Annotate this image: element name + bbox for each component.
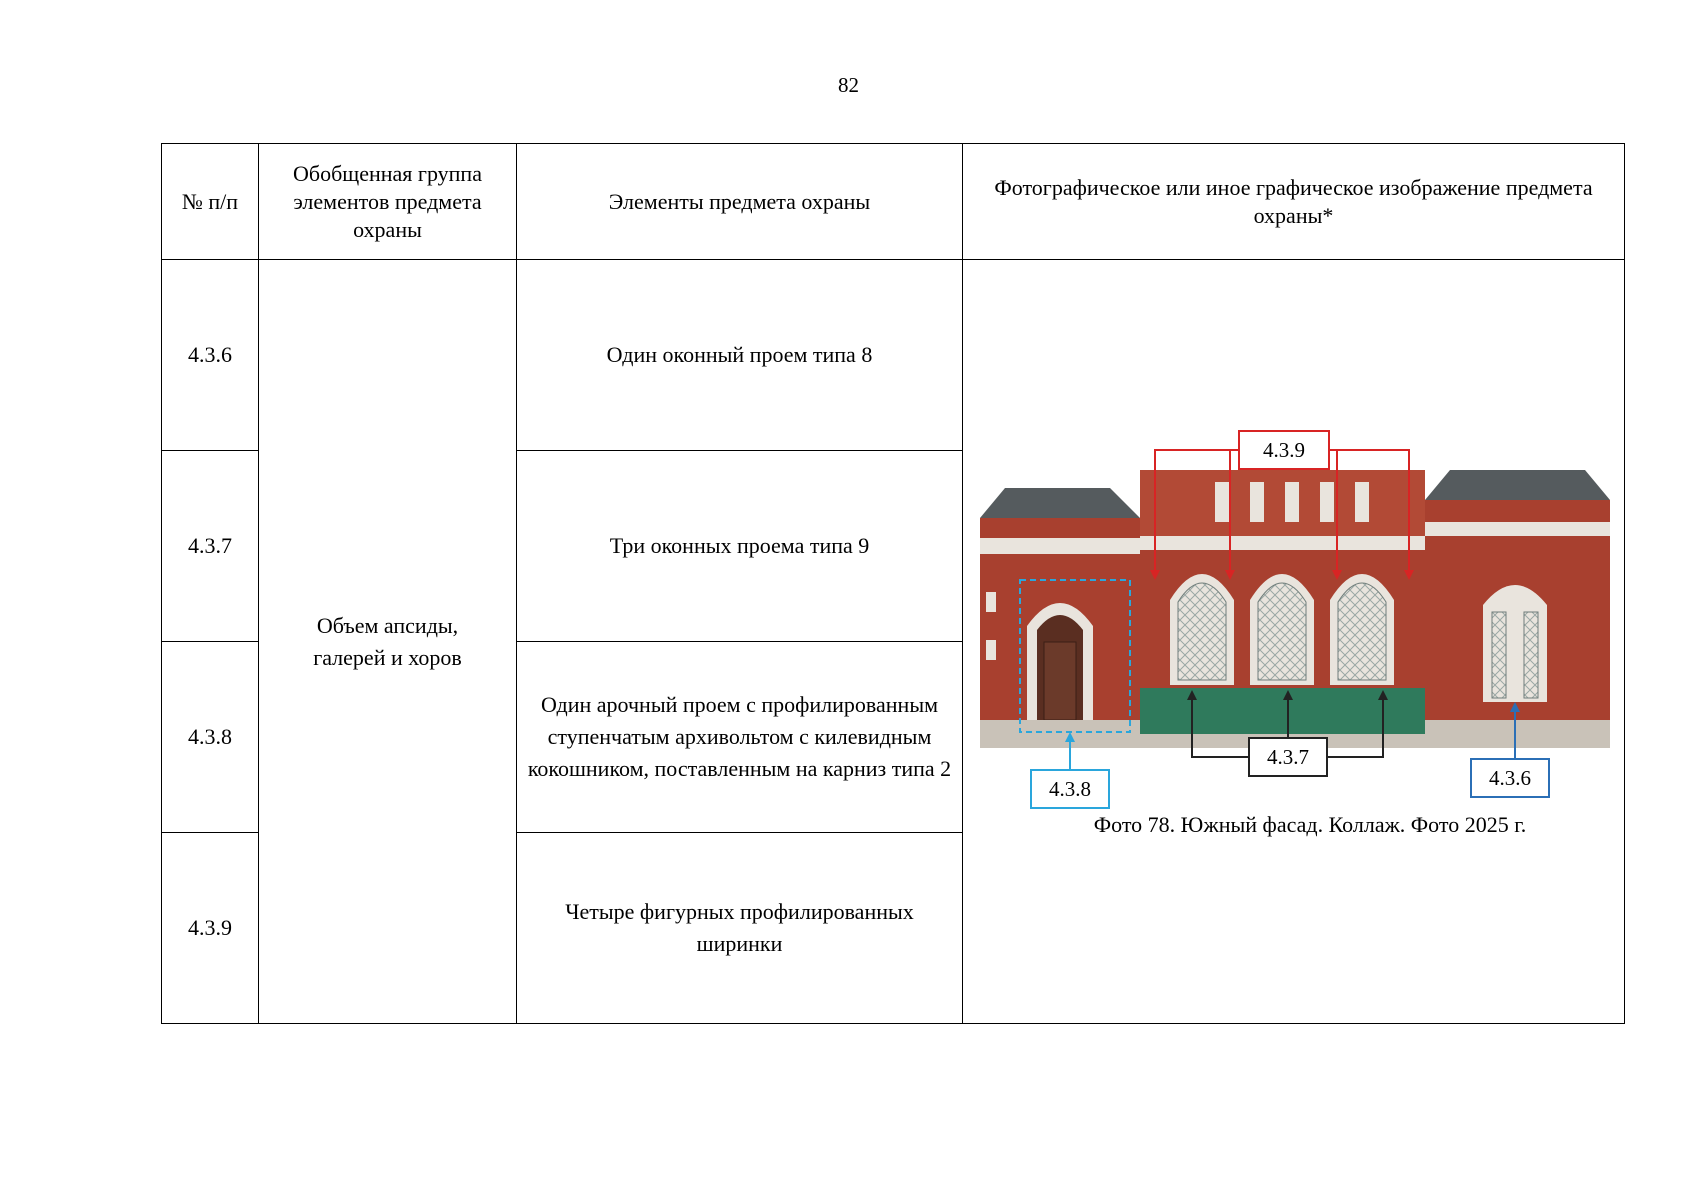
row-element: Три оконных проема типа 9 — [516, 450, 963, 642]
row-num: 4.3.9 — [161, 832, 259, 1024]
table-row: 4.3.6 Объем апсиды, галерей и хоров Один… — [161, 259, 1625, 1024]
photo-cell: 4.3.9 4.3.7 4.3.8 4.3.6 Фото 78. Южный ф… — [962, 259, 1625, 1024]
row-element: Один оконный проем типа 8 — [516, 259, 963, 451]
row-num: 4.3.8 — [161, 641, 259, 833]
row-num: 4.3.7 — [161, 450, 259, 642]
callout-4-3-6: 4.3.6 — [1470, 758, 1550, 798]
group-cell: Объем апсиды, галерей и хоров — [258, 259, 517, 1024]
page-number: 82 — [838, 73, 859, 97]
photo-caption: Фото 78. Южный фасад. Коллаж. Фото 2025 … — [1093, 812, 1527, 837]
table-row: 4.3.8 Один арочный проем с профилированн… — [161, 641, 1625, 833]
row-element: Один арочный проем с профилированным сту… — [516, 641, 963, 833]
callout-4-3-7: 4.3.7 — [1248, 737, 1328, 777]
table-row: 4.3.7 Три оконных проема типа 9 — [161, 450, 1625, 642]
protection-elements-table: № п/п Обобщенная группа элементов предме… — [161, 143, 1625, 1024]
facade-photo — [980, 449, 1610, 769]
callout-4-3-8: 4.3.8 — [1030, 769, 1110, 809]
table-row: 4.3.9 Четыре фигурных профилированных ши… — [161, 832, 1625, 1024]
row-element: Четыре фигурных профилированных ширинки — [516, 832, 963, 1024]
header-num: № п/п — [161, 143, 259, 260]
table-header-row: № п/п Обобщенная группа элементов предме… — [161, 143, 1625, 260]
header-elements: Элементы предмета охраны — [516, 143, 963, 260]
header-image: Фотографическое или иное графическое изо… — [962, 143, 1625, 260]
photo-collage: 4.3.9 4.3.7 4.3.8 4.3.6 Фото 78. Южный ф… — [980, 430, 1624, 845]
header-group: Обобщенная группа элементов предмета охр… — [258, 143, 517, 260]
row-num: 4.3.6 — [161, 259, 259, 451]
callout-4-3-9: 4.3.9 — [1238, 430, 1330, 470]
